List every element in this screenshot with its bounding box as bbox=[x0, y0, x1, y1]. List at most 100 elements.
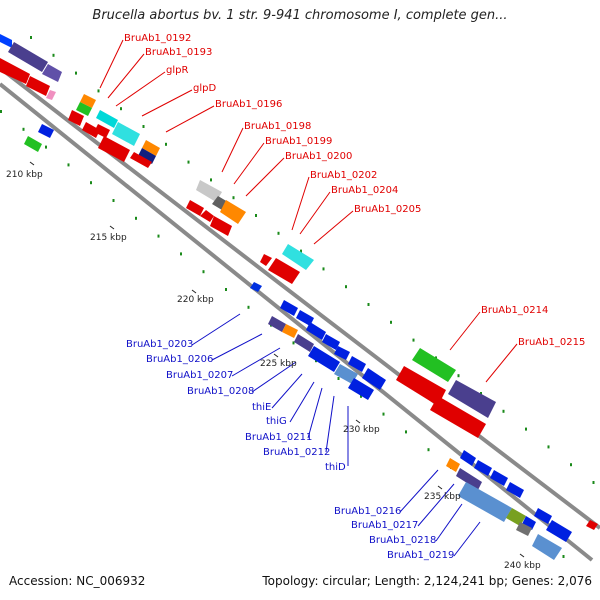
feature-arrow bbox=[506, 508, 526, 526]
feature-arrow bbox=[26, 76, 50, 96]
feature-arrow bbox=[24, 136, 42, 152]
feature-arrow bbox=[308, 346, 340, 372]
leader-line bbox=[417, 483, 455, 527]
gene-label: BruAb1_0216 bbox=[334, 506, 401, 517]
leader-line bbox=[221, 127, 244, 173]
guide-dot bbox=[502, 409, 505, 413]
scale-label: 220 kbp bbox=[177, 295, 214, 305]
gene-label: BruAb1_0196 bbox=[215, 99, 282, 110]
guide-dot bbox=[360, 394, 362, 398]
feature-arrow bbox=[456, 468, 482, 490]
gene-label: BruAb1_0215 bbox=[518, 337, 585, 348]
guide-dot bbox=[390, 320, 392, 324]
guide-dot bbox=[120, 107, 122, 111]
gene-label: BruAb1_0199 bbox=[265, 136, 332, 147]
feature-arrow bbox=[516, 522, 532, 536]
feature-arrow bbox=[348, 378, 374, 400]
gene-label: BruAb1_0207 bbox=[166, 370, 233, 381]
gene-label: BruAb1_0206 bbox=[146, 354, 213, 365]
feature-arrow bbox=[448, 380, 496, 418]
accession-text: Accession: NC_006932 bbox=[9, 574, 146, 588]
guide-dot bbox=[480, 392, 482, 395]
guide-dot bbox=[300, 249, 302, 253]
forward-features bbox=[0, 34, 598, 530]
scale-label: 215 kbp bbox=[90, 233, 127, 243]
guide-dot bbox=[30, 36, 32, 39]
feature-arrow bbox=[94, 124, 110, 138]
feature-arrow bbox=[268, 316, 286, 332]
leader-line bbox=[299, 191, 331, 235]
feature-arrow bbox=[322, 334, 340, 350]
leader-line bbox=[211, 333, 263, 361]
gene-label: BruAb1_0208 bbox=[187, 386, 254, 397]
gene-label: BruAb1_0198 bbox=[244, 121, 311, 132]
leader-line bbox=[141, 89, 193, 117]
feature-arrow bbox=[490, 470, 508, 486]
feature-arrow bbox=[296, 310, 314, 326]
feature-arrow bbox=[98, 136, 130, 162]
feature-arrow bbox=[268, 258, 300, 284]
feature-arrow bbox=[196, 180, 222, 202]
feature-arrow bbox=[458, 482, 512, 522]
feature-arrow bbox=[546, 520, 572, 542]
feature-arrow bbox=[474, 460, 492, 476]
guide-dot bbox=[232, 196, 235, 200]
leader-line bbox=[271, 373, 303, 409]
feature-arrow bbox=[522, 516, 536, 530]
guide-dot bbox=[202, 270, 205, 274]
feature-arrow bbox=[412, 348, 456, 382]
scale-tick bbox=[437, 485, 443, 490]
leader-line bbox=[291, 176, 310, 231]
leader-line bbox=[233, 142, 265, 185]
guide-dot bbox=[142, 125, 145, 128]
scale-label: 225 kbp bbox=[260, 359, 297, 369]
feature-arrow bbox=[506, 482, 524, 498]
gene-label: BruAb1_0200 bbox=[285, 151, 352, 162]
scale-label: 230 kbp bbox=[343, 425, 380, 435]
feature-arrow bbox=[430, 396, 486, 438]
guide-dot bbox=[547, 445, 550, 449]
feature-arrow bbox=[42, 64, 62, 82]
scale-tick bbox=[109, 225, 115, 230]
leader-line bbox=[115, 71, 166, 107]
feature-arrow bbox=[0, 34, 12, 48]
leader-line bbox=[99, 39, 124, 89]
reverse-gene-labels: BruAb1_0203 BruAb1_0206 BruAb1_0207 BruA… bbox=[126, 339, 454, 561]
guide-dot bbox=[367, 303, 370, 306]
gene-label: glpR bbox=[166, 65, 188, 76]
backbone-inner bbox=[0, 82, 594, 562]
leader-line bbox=[191, 313, 241, 346]
guide-dot bbox=[427, 448, 430, 452]
gene-label: thiE bbox=[252, 402, 271, 413]
leader-line bbox=[251, 361, 297, 393]
guide-dot bbox=[337, 377, 340, 380]
gene-label: BruAb1_0193 bbox=[145, 47, 212, 58]
feature-arrow bbox=[186, 200, 204, 216]
leader-line bbox=[313, 210, 354, 245]
map-title: Brucella abortus bv. 1 str. 9-941 chromo… bbox=[92, 8, 508, 23]
scale-tick bbox=[273, 353, 279, 358]
guide-dot bbox=[67, 163, 70, 167]
feature-arrow bbox=[586, 520, 598, 530]
gene-label: thiG bbox=[266, 416, 287, 427]
leader-line bbox=[231, 347, 281, 377]
feature-arrow bbox=[46, 90, 56, 100]
feature-arrow bbox=[112, 122, 140, 146]
feature-arrow bbox=[282, 244, 314, 270]
feature-arrow bbox=[446, 458, 460, 472]
guide-dot bbox=[165, 142, 167, 146]
reverse-features bbox=[24, 124, 572, 560]
guide-dot bbox=[525, 427, 527, 431]
leader-line bbox=[399, 469, 439, 513]
gene-label: BruAb1_0204 bbox=[331, 185, 398, 196]
guide-dot bbox=[135, 216, 137, 220]
feature-arrow bbox=[460, 450, 476, 466]
feature-arrow bbox=[38, 124, 54, 138]
scale-tick bbox=[191, 289, 197, 294]
leader-line bbox=[453, 521, 481, 557]
scale-label: 240 kbp bbox=[504, 561, 541, 571]
feature-arrow bbox=[200, 210, 214, 222]
guide-dot bbox=[247, 305, 250, 309]
feature-arrow bbox=[210, 216, 232, 236]
